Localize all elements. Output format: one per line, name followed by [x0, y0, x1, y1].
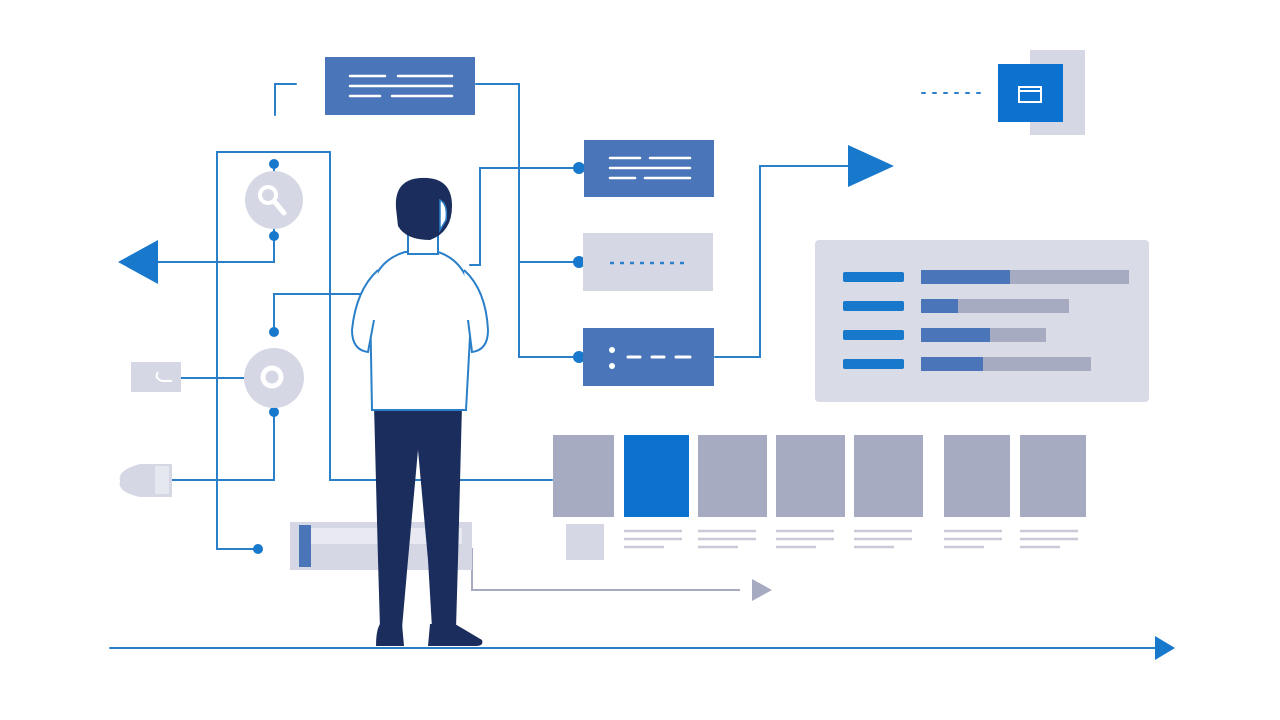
person-right-arm — [463, 269, 490, 354]
connector-circle-bottom — [171, 411, 275, 481]
search-icon — [258, 185, 287, 216]
person-left-shoe — [376, 624, 404, 646]
circle-icon — [260, 365, 284, 389]
connector-lines — [109, 83, 1161, 649]
progress-rows — [843, 270, 1129, 371]
connector-gray — [471, 548, 740, 591]
connector-to-upper-card — [469, 167, 581, 266]
tile — [624, 435, 689, 517]
person-head — [395, 177, 452, 240]
connector-dots — [253, 159, 585, 554]
connector-search-to-left-arrow — [149, 221, 275, 263]
small-tag-shape — [131, 362, 181, 392]
card-bg — [583, 328, 714, 386]
arrow-left-icon — [118, 240, 158, 284]
circle-node — [244, 348, 304, 408]
tile — [553, 435, 614, 517]
progress-label-marker — [843, 301, 904, 311]
tile — [776, 435, 845, 517]
person-legs — [374, 405, 462, 628]
dot — [573, 351, 585, 363]
tile-thumbnail — [566, 524, 604, 560]
capsule-shape — [119, 464, 172, 497]
lower-blue-card — [583, 328, 714, 386]
node-bg — [244, 348, 304, 408]
progress-label-marker — [843, 359, 904, 369]
dot — [573, 256, 585, 268]
progress-panel — [815, 240, 1149, 402]
person-shirt — [368, 251, 474, 411]
card-bg — [583, 233, 713, 291]
search-node — [245, 171, 303, 229]
connector-to-tiles — [329, 151, 553, 481]
tile — [1020, 435, 1086, 517]
progress-fill — [921, 270, 1010, 284]
panel-bg — [815, 240, 1149, 402]
tiles-row — [553, 435, 1086, 549]
window-icon — [998, 50, 1085, 135]
connector-to-arrow-right — [714, 165, 851, 358]
dot — [269, 159, 279, 169]
connector-left-spine — [216, 151, 331, 550]
connector-top-to-bottom-card — [475, 83, 586, 358]
tile — [854, 435, 923, 517]
person-figure — [350, 177, 490, 646]
progress-fill — [921, 299, 958, 313]
person-left-arm — [350, 269, 379, 354]
upper-text-card — [584, 140, 714, 197]
top-text-card — [325, 57, 475, 115]
small-arrow-icon — [752, 579, 772, 601]
dot — [269, 231, 279, 241]
person-right-shoe — [428, 624, 483, 646]
person-ear — [439, 198, 448, 233]
middle-gray-card — [583, 233, 713, 291]
tile — [944, 435, 1010, 517]
dot — [253, 544, 263, 554]
progress-label-marker — [843, 330, 904, 340]
progress-fill — [921, 328, 990, 342]
tile — [698, 435, 767, 517]
dot — [573, 162, 585, 174]
dot — [269, 407, 279, 417]
connector-circle-top — [273, 293, 361, 336]
dot — [269, 327, 279, 337]
arrow-right-icon — [848, 145, 894, 187]
progress-fill — [921, 357, 983, 371]
connector-top-bracket — [274, 83, 297, 116]
timeline-arrow-icon — [1155, 636, 1175, 660]
progress-label-marker — [843, 272, 904, 282]
